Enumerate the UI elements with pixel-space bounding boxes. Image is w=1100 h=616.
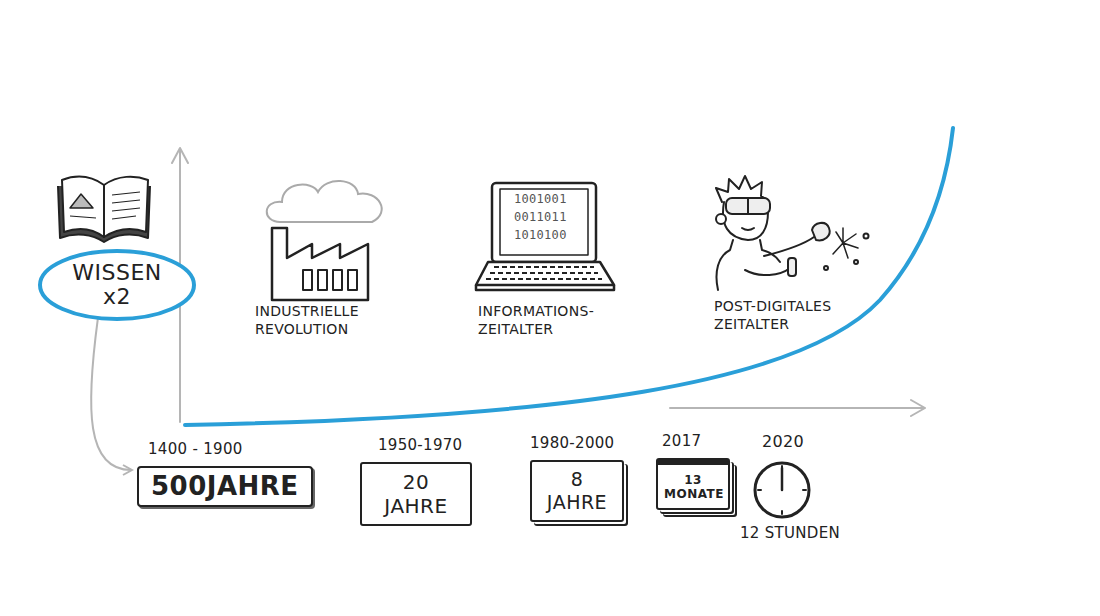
calendar-node: 2017 13 MONATE (652, 432, 730, 510)
period-duration: 13 MONATE (664, 473, 722, 502)
ear (716, 214, 726, 224)
clock-ticks (758, 466, 806, 514)
calendar-sheet: 13 MONATE (656, 458, 730, 510)
laptop-icon (476, 183, 614, 290)
axes (172, 148, 925, 422)
period-heading: 1980-2000 (530, 434, 624, 452)
period-box: 1950-1970 20 JAHRE (360, 436, 472, 526)
goggle-bridge (747, 199, 749, 213)
arm (764, 237, 814, 256)
period-heading: 1950-1970 (378, 436, 472, 454)
ellipse-inner: WISSEN x2 (37, 248, 197, 322)
period-duration: 8 JAHRE (542, 468, 612, 514)
caption-label: 12 STUNDEN (740, 524, 840, 543)
factory-window (318, 270, 327, 290)
caption-label: INFORMATIONS- ZEITALTER (478, 303, 628, 338)
book-page (104, 177, 148, 237)
mouth (742, 228, 754, 230)
laptop-keys (486, 267, 602, 279)
x-axis (670, 400, 925, 416)
clock-icon (755, 463, 809, 517)
spark-dot (854, 260, 858, 264)
laptop-lid (492, 183, 596, 262)
body (717, 240, 781, 290)
ellipse-node: WISSEN x2 (37, 248, 197, 322)
laptop-edge (476, 285, 614, 290)
period-outline: 500JAHRE (137, 466, 313, 507)
caption-label: POST-DIGITALES ZEITALTER (714, 298, 864, 333)
spark-dot (864, 234, 869, 239)
lower-arm (745, 268, 790, 275)
node-title: WISSEN x2 (61, 261, 173, 309)
goggles (726, 198, 770, 214)
laptop-screen (500, 189, 588, 255)
book-lines (70, 192, 140, 219)
tool (788, 258, 796, 276)
connector-arrow (91, 319, 131, 470)
period-outline: 8 JAHRE (530, 460, 624, 522)
glove (812, 223, 830, 240)
period-duration: 20 JAHRE (376, 470, 456, 518)
clock-face (755, 463, 809, 517)
spark-dot (824, 266, 828, 270)
binary-code: 1010100 (514, 229, 567, 241)
book-picture (70, 194, 93, 208)
cloud-icon (267, 181, 382, 222)
factory-icon (272, 228, 368, 300)
book-icon (58, 177, 150, 242)
factory-window (333, 270, 342, 290)
scientist-figure (716, 176, 869, 290)
caption-label: INDUSTRIELLE REVOLUTION (255, 303, 395, 338)
period-outline: 20 JAHRE (360, 462, 472, 526)
sparkle (833, 228, 858, 258)
book-page (62, 177, 104, 237)
binary-code: 0011011 (514, 211, 567, 223)
caption-label: 2020 (762, 432, 804, 452)
period-box: 1400 - 1900 500JAHRE (137, 440, 313, 507)
ellipse-shape (40, 251, 194, 319)
factory-window (348, 270, 357, 290)
period-duration: 500JAHRE (151, 471, 299, 502)
growth-curve (185, 128, 953, 425)
period-heading: 1400 - 1900 (148, 440, 313, 458)
clock-hand (781, 468, 784, 490)
period-box: 1980-2000 8 JAHRE (530, 434, 624, 522)
period-heading: 2017 (662, 432, 730, 450)
factory-body (272, 228, 368, 300)
factory-window (303, 270, 312, 290)
laptop-base (476, 262, 614, 285)
binary-code: 1001001 (514, 193, 567, 205)
